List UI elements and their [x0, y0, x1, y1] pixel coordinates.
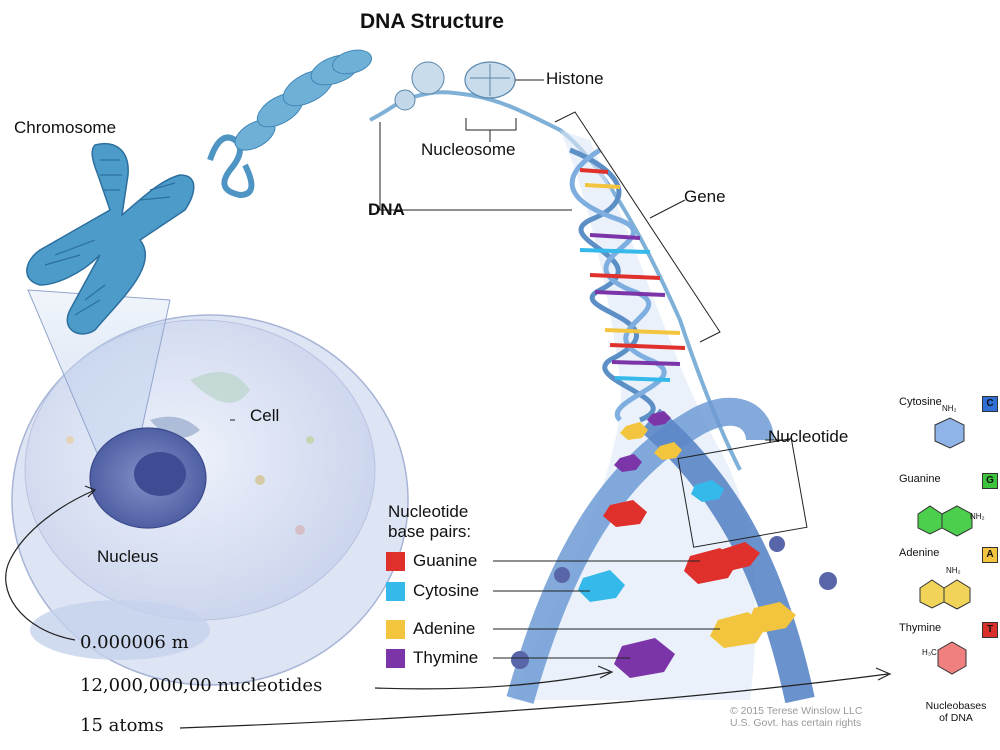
nucleobase-name-cytosine: Cytosine [899, 396, 942, 408]
legend-swatch [386, 551, 405, 571]
legend-item-label: Guanine [413, 551, 478, 570]
copyright-line2: U.S. Govt. has certain rights [730, 717, 862, 729]
lower-helix-graphic [506, 397, 837, 704]
copyright-line1: © 2015 Terese Winslow LLC [730, 705, 863, 717]
nucleobase-name-adenine: Adenine [899, 547, 940, 559]
nucleobase-name-thymine: Thymine [899, 622, 942, 634]
copyright-notice: © 2015 Terese Winslow LLC U.S. Govt. has… [730, 705, 862, 729]
nucleobase-badge-t: T [982, 622, 998, 638]
page-title: DNA Structure [360, 10, 504, 33]
gene-label: Gene [684, 187, 726, 206]
cell-label: Cell [250, 406, 280, 425]
legend-item-cytosine: Cytosine [386, 581, 479, 601]
nucleus-graphic [89, 427, 207, 529]
nucleobases-caption: Nucleobases of DNA [916, 700, 996, 724]
legend-swatch [386, 648, 405, 668]
chromosome-label: Chromosome [14, 118, 117, 137]
legend-title-line1: Nucleotide [388, 502, 469, 521]
size-annotation: 0.000006 m [80, 632, 189, 653]
nucleobase-name-guanine: Guanine [899, 473, 941, 485]
nucleotides-annotation: 12,000,000,00 nucleotides [80, 675, 323, 696]
nucleobases-caption-line2: of DNA [939, 712, 973, 724]
legend-item-label: Cytosine [413, 581, 480, 600]
legend-item-label: Adenine [413, 619, 476, 638]
legend-item-guanine: Guanine [386, 551, 477, 571]
legend-swatch [386, 619, 405, 639]
legend-item-adenine: Adenine [386, 619, 475, 639]
upper-helix-graphic [569, 147, 686, 423]
hand-drawn-arrows [5, 485, 892, 729]
dna-label: DNA [368, 200, 405, 219]
nucleobase-group-thymine: H₃C [922, 648, 937, 657]
legend-item-thymine: Thymine [386, 648, 478, 668]
histone-label: Histone [546, 69, 604, 88]
coiled-fiber-graphic [207, 49, 373, 199]
nucleobases-caption-line1: Nucleobases [925, 700, 987, 712]
nucleobase-group-cytosine: NH₂ [942, 404, 957, 413]
label-leader-lines [230, 79, 790, 659]
nucleobase-badge-c: C [982, 396, 998, 412]
atoms-annotation: 15 atoms [80, 715, 164, 736]
nucleotide-label: Nucleotide [768, 427, 849, 446]
chromosome-graphic [26, 143, 195, 335]
nucleosome-label: Nucleosome [421, 140, 516, 159]
legend-title-line2: base pairs: [388, 522, 472, 541]
nucleobase-group-adenine: NH₂ [946, 566, 961, 575]
nucleus-label: Nucleus [97, 547, 159, 566]
legend-item-label: Thymine [413, 648, 479, 667]
legend-swatch [386, 581, 405, 601]
nucleobase-badge-a: A [982, 547, 998, 563]
nucleobase-group-guanine: NH₂ [970, 512, 985, 521]
nucleobase-badge-g: G [982, 473, 998, 489]
nucleobase-molecules [917, 417, 973, 675]
legend-title: Nucleotide base pairs: [388, 502, 471, 542]
